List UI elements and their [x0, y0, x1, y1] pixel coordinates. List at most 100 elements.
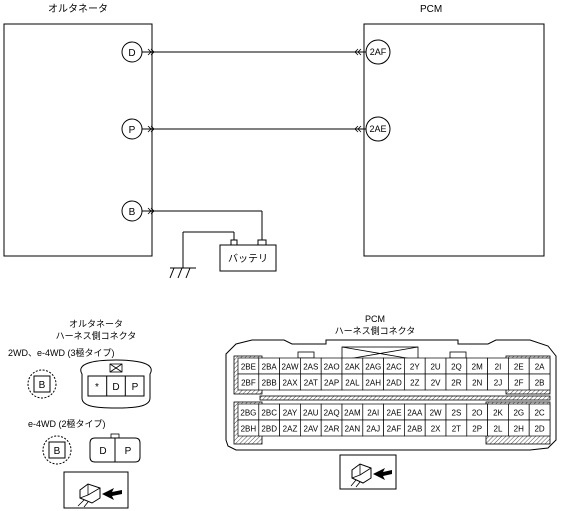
svg-text:2BA: 2BA: [262, 363, 278, 372]
svg-text:2T: 2T: [452, 425, 461, 434]
alt-2pin-key-symbol: B: [42, 435, 72, 465]
pcm-pin-2b: 2B: [528, 373, 551, 391]
svg-text:B: B: [54, 446, 61, 457]
svg-text:2V: 2V: [431, 379, 441, 388]
svg-text:2N: 2N: [472, 379, 482, 388]
pcm-pin-2ac: 2AC: [383, 357, 405, 375]
ground-wire: [182, 231, 235, 268]
alt-probe-icon: [63, 471, 129, 509]
pcm-pin-2c: 2C: [528, 403, 551, 421]
svg-text:2AW: 2AW: [281, 363, 298, 372]
svg-text:2K: 2K: [493, 409, 503, 418]
pcm-pin-2q: 2Q: [445, 357, 468, 375]
pcm-pin-2h: 2H: [508, 419, 530, 437]
svg-text:2Q: 2Q: [451, 363, 462, 372]
svg-text:2BF: 2BF: [241, 379, 256, 388]
pcm-connector-title-1: PCM: [365, 314, 385, 324]
pcm-pin-2u: 2U: [424, 357, 447, 375]
pcm-pin-2o: 2O: [466, 403, 488, 421]
alt-variant2-label: e-4WD (2極タイプ): [28, 418, 106, 429]
battery-label: バッテリ: [228, 253, 268, 265]
alt-3pin-pin-1: *: [95, 382, 99, 393]
wire-d-2af: [142, 48, 366, 56]
pcm-pin-2z: 2Z: [404, 373, 426, 391]
alt-terminal-p: P: [121, 118, 143, 140]
pcm-pin-2av: 2AV: [300, 419, 322, 437]
pcm-pin-2ar: 2AR: [320, 419, 343, 437]
pcm-pin-2bc: 2BC: [258, 403, 280, 421]
svg-text:2AP: 2AP: [324, 379, 339, 388]
alt-3pin-key-symbol: B: [27, 369, 57, 399]
pcm-pin-2au: 2AU: [300, 403, 322, 421]
pcm-pin-2ax: 2AX: [279, 373, 301, 391]
pcm-pin-2aw: 2AW: [279, 357, 301, 375]
pcm-pin-2j: 2J: [487, 373, 509, 391]
pcm-pin-2aq: 2AQ: [320, 403, 343, 421]
svg-text:2W: 2W: [430, 409, 442, 418]
svg-text:2BD: 2BD: [261, 425, 277, 434]
pcm-pin-2l: 2L: [487, 419, 509, 437]
alternator-title: オルタネータ: [48, 3, 108, 15]
pcm-pin-2e: 2E: [508, 357, 530, 375]
pcm-pin-2at: 2AT: [300, 373, 322, 391]
svg-text:B: B: [39, 380, 46, 391]
svg-text:2BG: 2BG: [240, 409, 256, 418]
alt-2pin-pin-1: D: [99, 446, 106, 457]
svg-text:2I: 2I: [495, 363, 502, 372]
pcm-pin-2az: 2AZ: [279, 419, 301, 437]
pcm-box: [363, 23, 545, 257]
pcm-pin-2ag: 2AG: [362, 357, 384, 375]
svg-text:2AI: 2AI: [367, 409, 379, 418]
svg-text:2BC: 2BC: [261, 409, 277, 418]
pcm-pin-2g: 2G: [508, 403, 530, 421]
svg-text:2AJ: 2AJ: [366, 425, 380, 434]
pcm-pin-2ai: 2AI: [362, 403, 384, 421]
pcm-pin-2ab: 2AB: [404, 419, 426, 437]
alt-3pin-pin-2: D: [112, 382, 119, 393]
svg-text:2AU: 2AU: [303, 409, 319, 418]
pcm-title: PCM: [420, 4, 442, 15]
alt-2pin-pin-2: P: [125, 446, 132, 457]
svg-text:2J: 2J: [494, 379, 502, 388]
pcm-pin-2al: 2AL: [341, 373, 364, 391]
svg-text:2H: 2H: [514, 425, 524, 434]
svg-text:2BE: 2BE: [241, 363, 256, 372]
pcm-pin-2d: 2D: [528, 419, 551, 437]
svg-text:2AC: 2AC: [386, 363, 402, 372]
pcm-pin-2ay: 2AY: [279, 403, 301, 421]
svg-text:2AZ: 2AZ: [283, 425, 298, 434]
alt-2pin-connector: D P: [89, 433, 141, 463]
svg-text:2X: 2X: [431, 425, 441, 434]
svg-text:2L: 2L: [494, 425, 503, 434]
svg-text:D: D: [128, 48, 135, 59]
alt-3pin-pin-3: P: [132, 382, 139, 393]
svg-text:2AV: 2AV: [304, 425, 319, 434]
svg-text:2G: 2G: [513, 409, 524, 418]
svg-text:2AK: 2AK: [345, 363, 361, 372]
svg-text:2B: 2B: [535, 379, 545, 388]
pcm-pin-2aa: 2AA: [404, 403, 426, 421]
svg-text:2O: 2O: [472, 409, 483, 418]
pcm-pin-2ao: 2AO: [320, 357, 343, 375]
svg-text:2AF: 2AF: [370, 47, 387, 57]
pcm-pin-2r: 2R: [445, 373, 468, 391]
svg-text:2S: 2S: [452, 409, 462, 418]
pcm-pin-2bg: 2BG: [237, 403, 260, 421]
svg-text:2AE: 2AE: [386, 409, 401, 418]
svg-text:B: B: [129, 207, 136, 218]
ground-icon: [169, 267, 196, 279]
svg-text:2U: 2U: [430, 363, 440, 372]
svg-text:2D: 2D: [534, 425, 544, 434]
pcm-pin-2be: 2BE: [237, 357, 260, 375]
svg-text:P: P: [129, 125, 136, 136]
pcm-pin-2f: 2F: [508, 373, 530, 391]
pcm-pin-2bf: 2BF: [237, 373, 260, 391]
svg-text:2AY: 2AY: [283, 409, 298, 418]
svg-text:2AB: 2AB: [407, 425, 422, 434]
svg-text:2AN: 2AN: [345, 425, 361, 434]
alt-connector-title-2: ハーネス側コネクタ: [56, 330, 137, 341]
alt-terminal-d: D: [121, 41, 143, 63]
battery: バッテリ: [219, 239, 277, 272]
